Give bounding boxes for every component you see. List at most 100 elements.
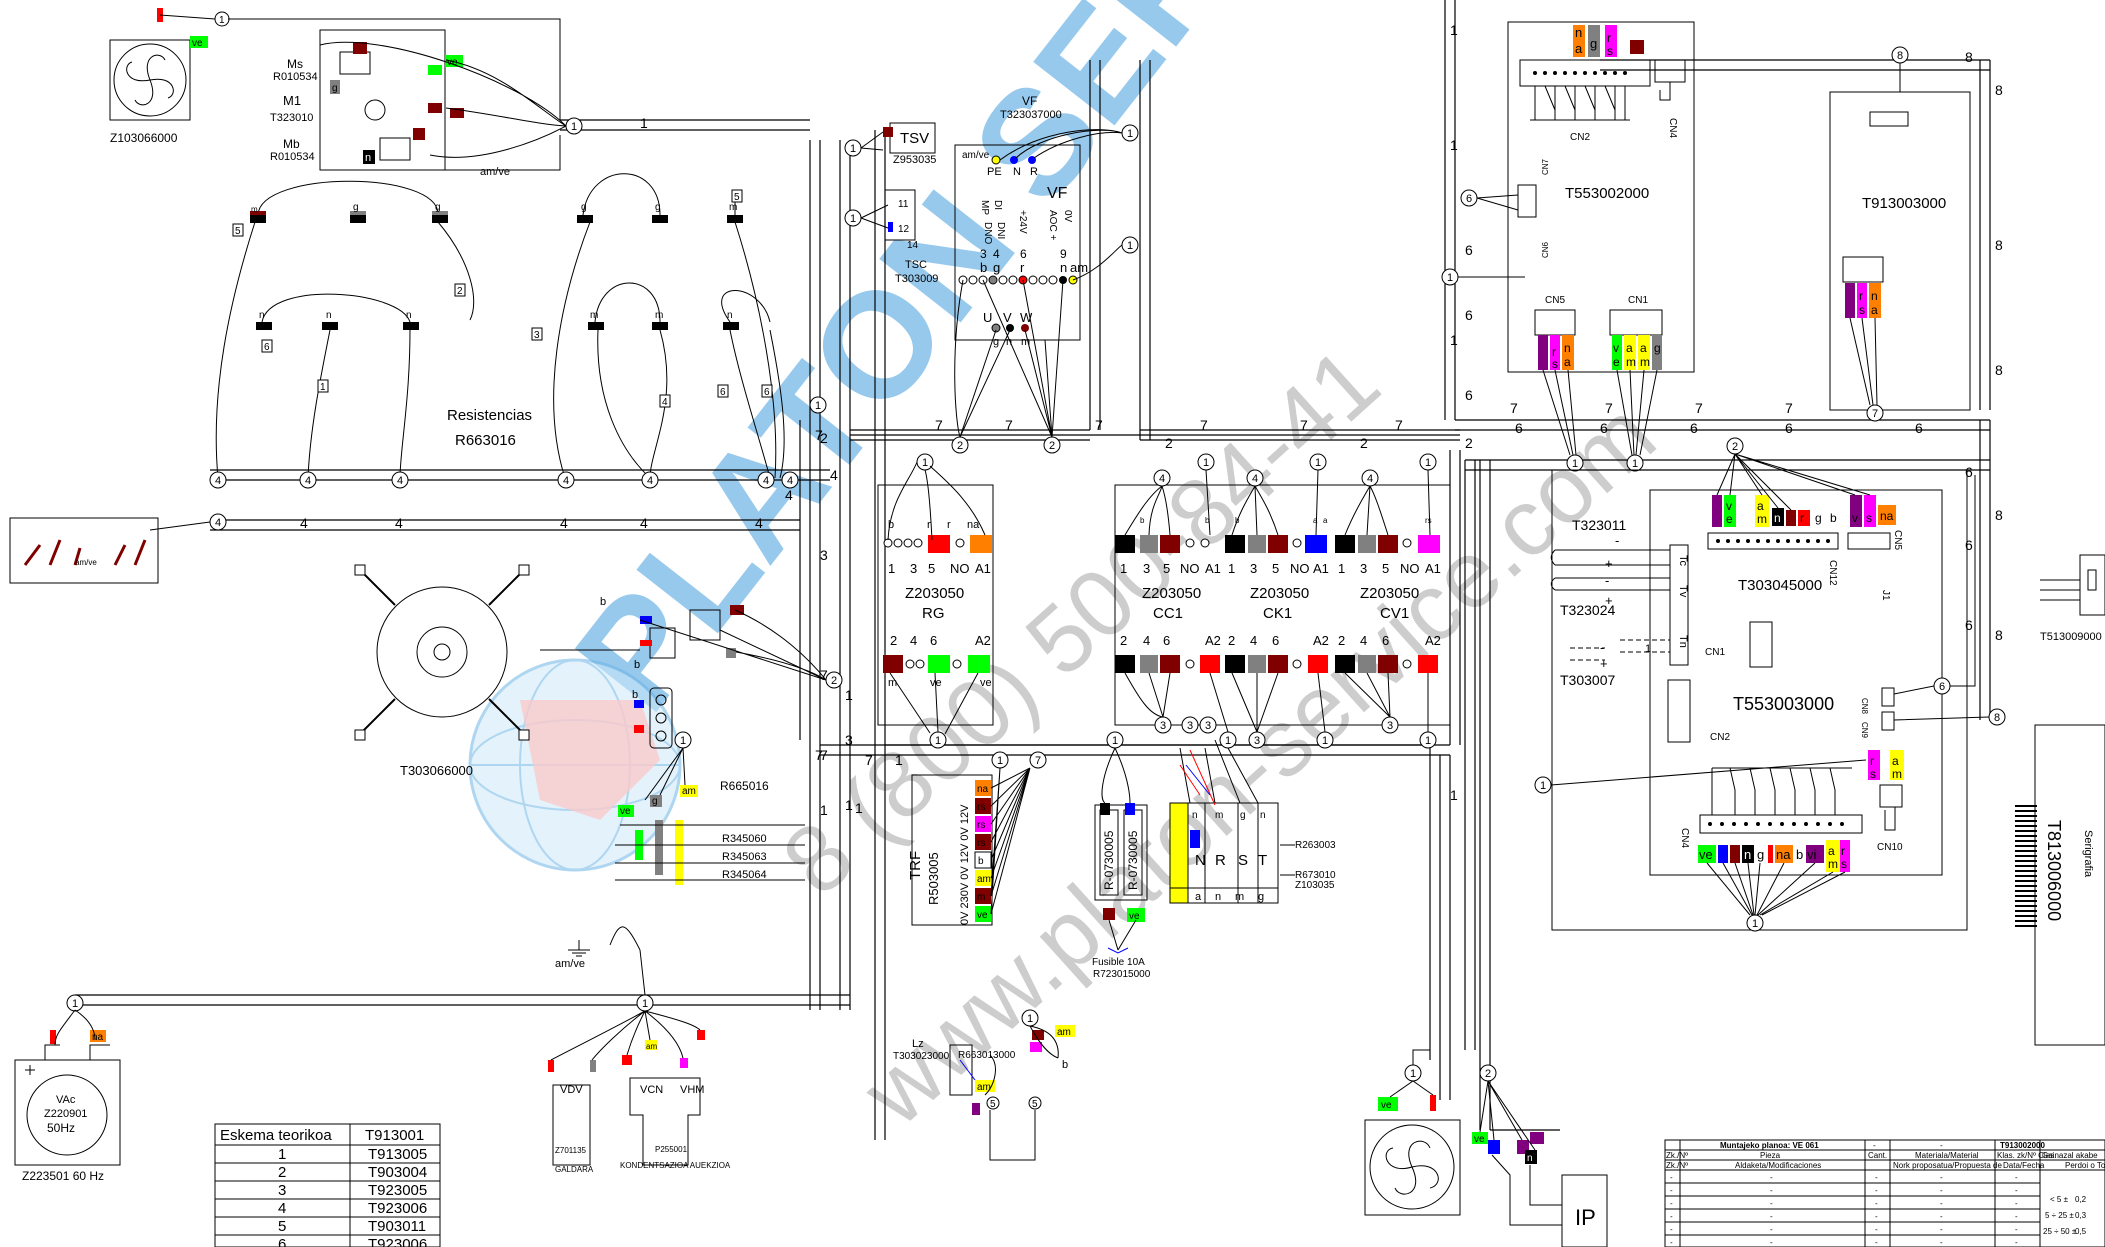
motor-label: T303066000 (400, 763, 473, 778)
svg-text:m: m (1757, 512, 1767, 526)
svg-text:1: 1 (1322, 735, 1328, 747)
svg-text:4: 4 (1360, 633, 1367, 648)
svg-text:a: a (1640, 341, 1647, 355)
svg-text:Cant.: Cant. (1868, 1151, 1887, 1160)
svg-text:s: s (1552, 357, 1558, 371)
title-block-dash: - (1670, 1238, 1673, 1247)
svg-text:8: 8 (1995, 82, 2003, 98)
svg-text:V: V (1003, 310, 1012, 325)
title-block-dash: - (2015, 1238, 2018, 1247)
svg-text:+: + (1600, 656, 1608, 671)
svg-text:7: 7 (1095, 417, 1103, 433)
svg-text:GALDARA: GALDARA (555, 1165, 594, 1174)
svg-text:4: 4 (1252, 473, 1258, 485)
svg-text:4: 4 (640, 515, 648, 531)
svg-text:r: r (1841, 844, 1845, 858)
svg-text:6: 6 (1163, 633, 1170, 648)
svg-text:Z203050: Z203050 (1142, 585, 1201, 602)
svg-text:2: 2 (820, 430, 828, 446)
svg-text:g: g (1815, 511, 1822, 525)
svg-text:na: na (92, 1032, 104, 1043)
svg-text:CN8: CN8 (1860, 698, 1869, 715)
svg-text:7: 7 (1872, 408, 1878, 420)
svg-text:R: R (1215, 852, 1226, 869)
svg-text:am: am (646, 1042, 657, 1051)
svg-text:4: 4 (830, 467, 838, 483)
svg-text:r: r (947, 519, 951, 531)
title-block-dash: - (1770, 1238, 1773, 1247)
svg-text:4: 4 (785, 487, 793, 503)
svg-text:am: am (682, 786, 696, 797)
svg-text:n: n (1871, 289, 1878, 303)
svg-text:R665016: R665016 (720, 779, 769, 793)
fuses: 1 R-0730005 R-0730005 ve Fusible 10A R72… (1092, 731, 1151, 980)
svg-text:1: 1 (1120, 561, 1127, 576)
svg-text:7: 7 (1395, 417, 1403, 433)
svg-text:2: 2 (957, 440, 963, 452)
title-block-dash: - (1770, 1199, 1773, 1208)
svg-text:n: n (365, 152, 371, 164)
fan-top-label: Z103066000 (110, 131, 178, 145)
svg-text:1: 1 (1228, 561, 1235, 576)
title-block-dash: - (1940, 1173, 1943, 1182)
svg-text:9: 9 (1060, 247, 1067, 261)
svg-text:2: 2 (1360, 435, 1368, 451)
svg-text:g: g (1258, 891, 1264, 903)
svg-text:6: 6 (1965, 617, 1973, 633)
svg-text:7: 7 (935, 417, 943, 433)
svg-text:g: g (435, 202, 441, 213)
svg-text:a: a (1564, 355, 1571, 369)
svg-text:4: 4 (787, 475, 793, 487)
title-block-dash: - (1770, 1173, 1773, 1182)
globe-logo (468, 658, 682, 872)
svg-text:n: n (1192, 810, 1198, 821)
svg-text:6: 6 (1965, 537, 1973, 553)
svg-text:b: b (978, 856, 984, 867)
svg-text:IP: IP (1575, 1205, 1596, 1230)
svg-text:1: 1 (640, 115, 648, 131)
svg-text:-: - (1600, 640, 1604, 655)
svg-text:6: 6 (1600, 420, 1608, 436)
svg-text:7: 7 (820, 667, 828, 683)
svg-text:6: 6 (1466, 193, 1472, 205)
svg-text:T513009000: T513009000 (2040, 631, 2102, 643)
svg-text:7: 7 (865, 752, 873, 768)
svg-text:VCN: VCN (640, 1084, 663, 1096)
svg-text:Z953035: Z953035 (893, 154, 936, 166)
legend-row-code: T923006 (368, 1200, 427, 1217)
title-block-dash: - (1875, 1186, 1878, 1195)
svg-text:5: 5 (1382, 561, 1389, 576)
svg-text:Zk./Nº: Zk./Nº (1666, 1151, 1688, 1160)
svg-text:3: 3 (1250, 561, 1257, 576)
svg-text:4: 4 (910, 633, 917, 648)
svg-text:2: 2 (1165, 435, 1173, 451)
svg-text:2: 2 (457, 286, 463, 297)
svg-text:7: 7 (1785, 400, 1793, 416)
svg-text:R503005: R503005 (926, 852, 941, 905)
legend-row-code: T913005 (368, 1146, 427, 1163)
svg-text:6: 6 (930, 633, 937, 648)
svg-text:3: 3 (1254, 735, 1260, 747)
svg-text:CC1: CC1 (1153, 605, 1183, 622)
legend-row-number: 4 (278, 1200, 286, 1217)
svg-text:Klas. zk/Nº Clas.: Klas. zk/Nº Clas. (1997, 1151, 2056, 1160)
title-block-dash: - (1875, 1225, 1878, 1234)
svg-text:1: 1 (1645, 643, 1651, 655)
svg-text:S: S (1238, 852, 1248, 869)
svg-text:ve: ve (447, 57, 458, 68)
svg-text:W: W (1020, 310, 1033, 325)
svg-text:CN4: CN4 (1679, 828, 1690, 848)
svg-text:3: 3 (534, 330, 540, 341)
resistances: Resistencias R663016 m g g g g (209, 173, 827, 489)
svg-text:rs: rs (977, 820, 985, 831)
svg-text:1: 1 (1027, 1013, 1033, 1025)
svg-text:g: g (655, 202, 661, 213)
board-t913003000: T913003000 rs na 8 7 (1829, 46, 1971, 422)
svg-text:5: 5 (990, 1099, 996, 1110)
svg-text:7: 7 (1300, 417, 1308, 433)
title-block-dash: - (2015, 1173, 2018, 1182)
